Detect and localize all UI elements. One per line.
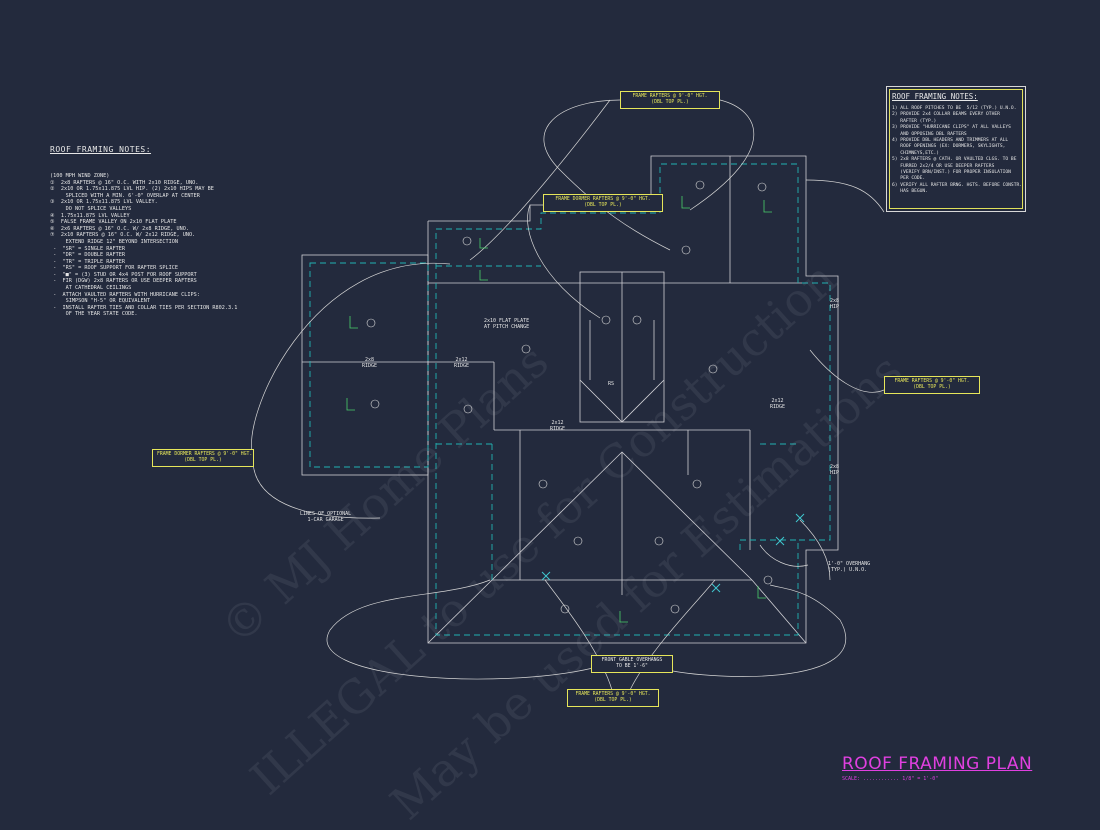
note-line: AT CATHEDRAL CEILINGS [50,285,132,292]
note-line: EXTEND RIDGE 12" BEYOND INTERSECTION [50,238,179,245]
right-notes-list: 1) ALL ROOF PITCHES TO BE 5/12 (TYP.) U.… [892,106,1022,196]
note-line: 1) ALL ROOF PITCHES TO BE 5/12 (TYP.) U.… [892,106,1017,111]
note-line: 4) PROVIDE DBL HEADERS AND TRIMMERS AT A… [892,138,1009,144]
note-line: ① 2x8 RAFTERS @ 16" O.C. WITH 2x10 RIDGE… [50,179,199,186]
note-line: (VERIFY BRN/INST.) FOR PROPER INSULATION [892,170,1011,176]
note-line: - "TR" = TRIPLE RAFTER [50,258,125,265]
label-overhang: 1'-0" OVERHANG (TYP.) U.N.O. [828,561,871,573]
left-framing-notes: ROOF FRAMING NOTES: (100 MPH WIND ZONE)①… [50,134,300,325]
note-line: ROOF OPENINGS (EX: DORMERS, SKYLIGHTS, [892,144,1006,150]
note-line: 5) 2x8 RAFTERS @ CATH. OR VAULTED CLGS. … [892,157,1017,163]
note-line: SPLICED WITH A MIN. 6'-0" OVERLAP AT CEN… [50,192,200,199]
note-line: 2) PROVIDE 2x4 COLLAR BEAMS EVERY OTHER [892,112,1000,118]
note-line: - FIR (DGW) 2x8 RAFTERS OR USE DEEPER RA… [50,278,197,285]
drawing-scale: SCALE: ............ 1/8" = 1'-0" [842,776,939,782]
note-line: - ATTACH VAULTED RAFTERS WITH HURRICANE … [50,291,200,298]
note-line: SIMPSON "H-5" OR EQUIVALENT [50,298,150,305]
note-line: FURRED 2x2/4 OR USE DEEPER RAFTERS [892,163,995,169]
left-notes-list: (100 MPH WIND ZONE)① 2x8 RAFTERS @ 16" O… [50,173,300,318]
note-line: RAFTER (TYP.) [892,118,937,124]
callout-right: FRAME RAFTERS @ 9'-0" HGT. (DBL TOP PL.) [884,376,980,394]
note-line: OF THE YEAR STATE CODE. [50,311,138,318]
note-line: AND OPPOSING DBL RAFTERS [892,131,967,137]
note-line: HAS BEGUN. [892,189,928,195]
label-ridge-2x8: 2x8 RIDGE [362,357,378,369]
title-block: ROOF FRAMING PLAN SCALE: ............ 1/… [842,754,1032,782]
note-line: 3) PROVIDE "HURRICANE CLIPS" AT ALL VALL… [892,125,1011,131]
note-line: (100 MPH WIND ZONE) [50,172,110,179]
left-notes-title: ROOF FRAMING NOTES: [50,145,152,155]
note-line: ④ 1.75x11.875 LVL VALLEY [50,212,130,219]
note-line: - "RS" = ROOF SUPPORT FOR RAFTER SPLICE [50,265,179,272]
note-line: ⑥ 2x6 RAFTERS @ 16" O.C. W/ 2x8 RIDGE, U… [50,225,189,232]
label-flat-plate: 2x10 FLAT PLATE AT PITCH CHANGE [484,318,530,330]
note-line: CHIMNEYS,ETC.) [892,150,940,156]
callout-top: FRAME RAFTERS @ 9'-0" HGT. (DBL TOP PL.) [620,91,720,109]
label-hip-b: 2x8 HIP [830,464,840,476]
note-line: 6) VERIFY ALL RAFTER BRNG. HGTS. BEFORE … [892,182,1022,188]
callout-left-dormer: FRAME DORMER RAFTERS @ 9'-0" HGT. (DBL T… [152,449,254,467]
note-line: - "DR" = DOUBLE RAFTER [50,252,125,259]
right-framing-notes: ROOF FRAMING NOTES: 1) ALL ROOF PITCHES … [886,86,1026,212]
label-rs: RS [608,381,615,387]
label-hip-a: 2x8 HIP [830,298,840,310]
label-garage: LINES OF OPTIONAL 1-CAR GARAGE [300,511,352,523]
label-ridge-2x12-c: 2x12 RIDGE [770,398,786,410]
note-line: - INSTALL RAFTER TIES AND COLLAR TIES PE… [50,304,238,311]
note-line: - "SR" = SINGLE RAFTER [50,245,125,252]
note-line: ⑤ FALSE FRAME VALLEY ON 2x10 FLAT PLATE [50,219,177,226]
label-ridge-2x12-a: 2x12 RIDGE [454,357,470,369]
note-line: ⑦ 2x10 RAFTERS @ 16" O.C. W/ 2x12 RIDGE,… [50,232,196,239]
callout-dormer-top: FRAME DORMER RAFTERS @ 9'-0" HGT. (DBL T… [543,194,663,212]
note-line: ② 2x10 OR 1.75x11.875 LVL HIP. (2) 2x10 … [50,186,214,193]
wall-line [435,163,831,636]
note-line: ③ 2x10 OR 1.75x11.875 LVL VALLEY. [50,199,158,206]
note-line: DO NOT SPLICE VALLEYS [50,205,132,212]
note-line: PER CODE. [892,176,926,182]
callout-front-gable: FRONT GABLE OVERHANGS TO BE 1'-6" [591,655,673,673]
right-notes-title: ROOF FRAMING NOTES: [892,92,978,101]
drawing-title: ROOF FRAMING PLAN [842,754,1033,774]
label-ridge-2x12-b: 2x12 RIDGE [550,420,566,432]
note-line: - "■" = (3) STUD OR 4x4 POST FOR ROOF SU… [50,271,197,278]
callout-bottom: FRAME RAFTERS @ 9'-0" HGT. (DBL TOP PL.) [567,689,659,707]
